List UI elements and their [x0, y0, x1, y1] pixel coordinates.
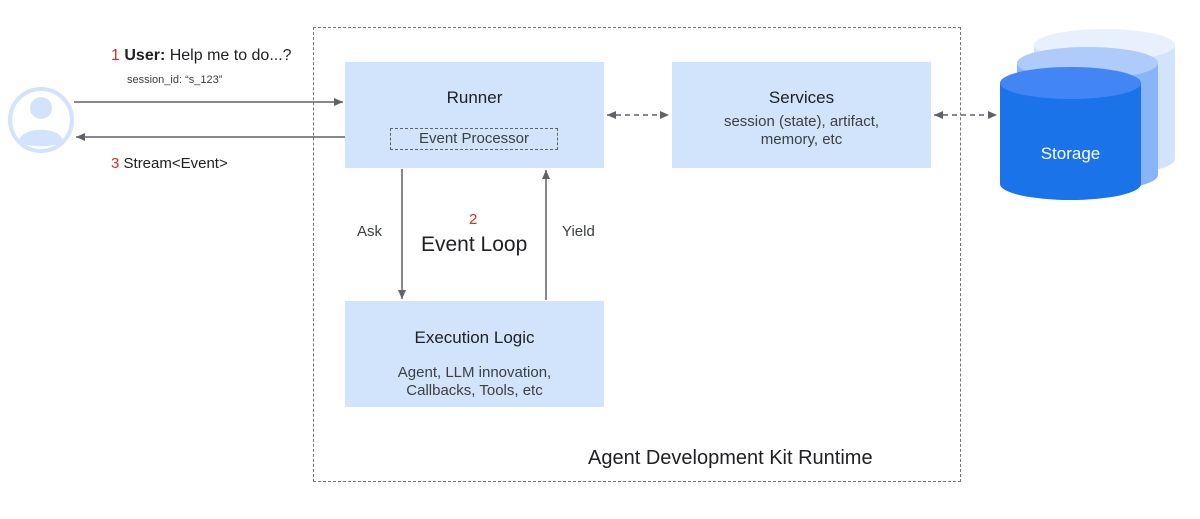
user-avatar-icon [8, 87, 74, 153]
user-prefix: User: [124, 47, 166, 64]
yield-label: Yield [562, 223, 595, 240]
user-message: 1 User: Help me to do...? [111, 47, 292, 65]
services-line-1: session (state), artifact, [723, 113, 880, 130]
step-number-3: 3 [111, 155, 120, 172]
execution-logic-box: Execution Logic Agent, LLM innovation, C… [345, 301, 604, 407]
execution-line-2: Callbacks, Tools, etc [406, 382, 543, 399]
stream-text: Stream<Event> [123, 155, 228, 172]
stream-label: 3 Stream<Event> [111, 155, 228, 172]
execution-title: Execution Logic [414, 328, 535, 347]
services-line-2: memory, etc [760, 131, 843, 148]
services-box: Services session (state), artifact, memo… [672, 62, 931, 168]
ask-label: Ask [357, 223, 383, 240]
session-id: session_id: “s_123” [127, 74, 223, 86]
database-cylinder-icon [1000, 29, 1175, 200]
event-processor: Event Processor [390, 128, 558, 150]
services-title: Services [768, 88, 835, 107]
runner-title: Runner [446, 88, 503, 107]
runtime-container [313, 27, 961, 482]
step-number-2: 2 [469, 211, 478, 228]
execution-line-1: Agent, LLM innovation, [397, 364, 552, 381]
step-number-1: 1 [111, 47, 120, 64]
runtime-title: Agent Development Kit Runtime [588, 447, 873, 469]
storage-label: Storage [1040, 144, 1101, 163]
runner-box: Runner Event Processor [345, 62, 604, 168]
event-loop-label: Event Loop [421, 233, 528, 256]
user-message-text: Help me to do...? [169, 47, 292, 64]
